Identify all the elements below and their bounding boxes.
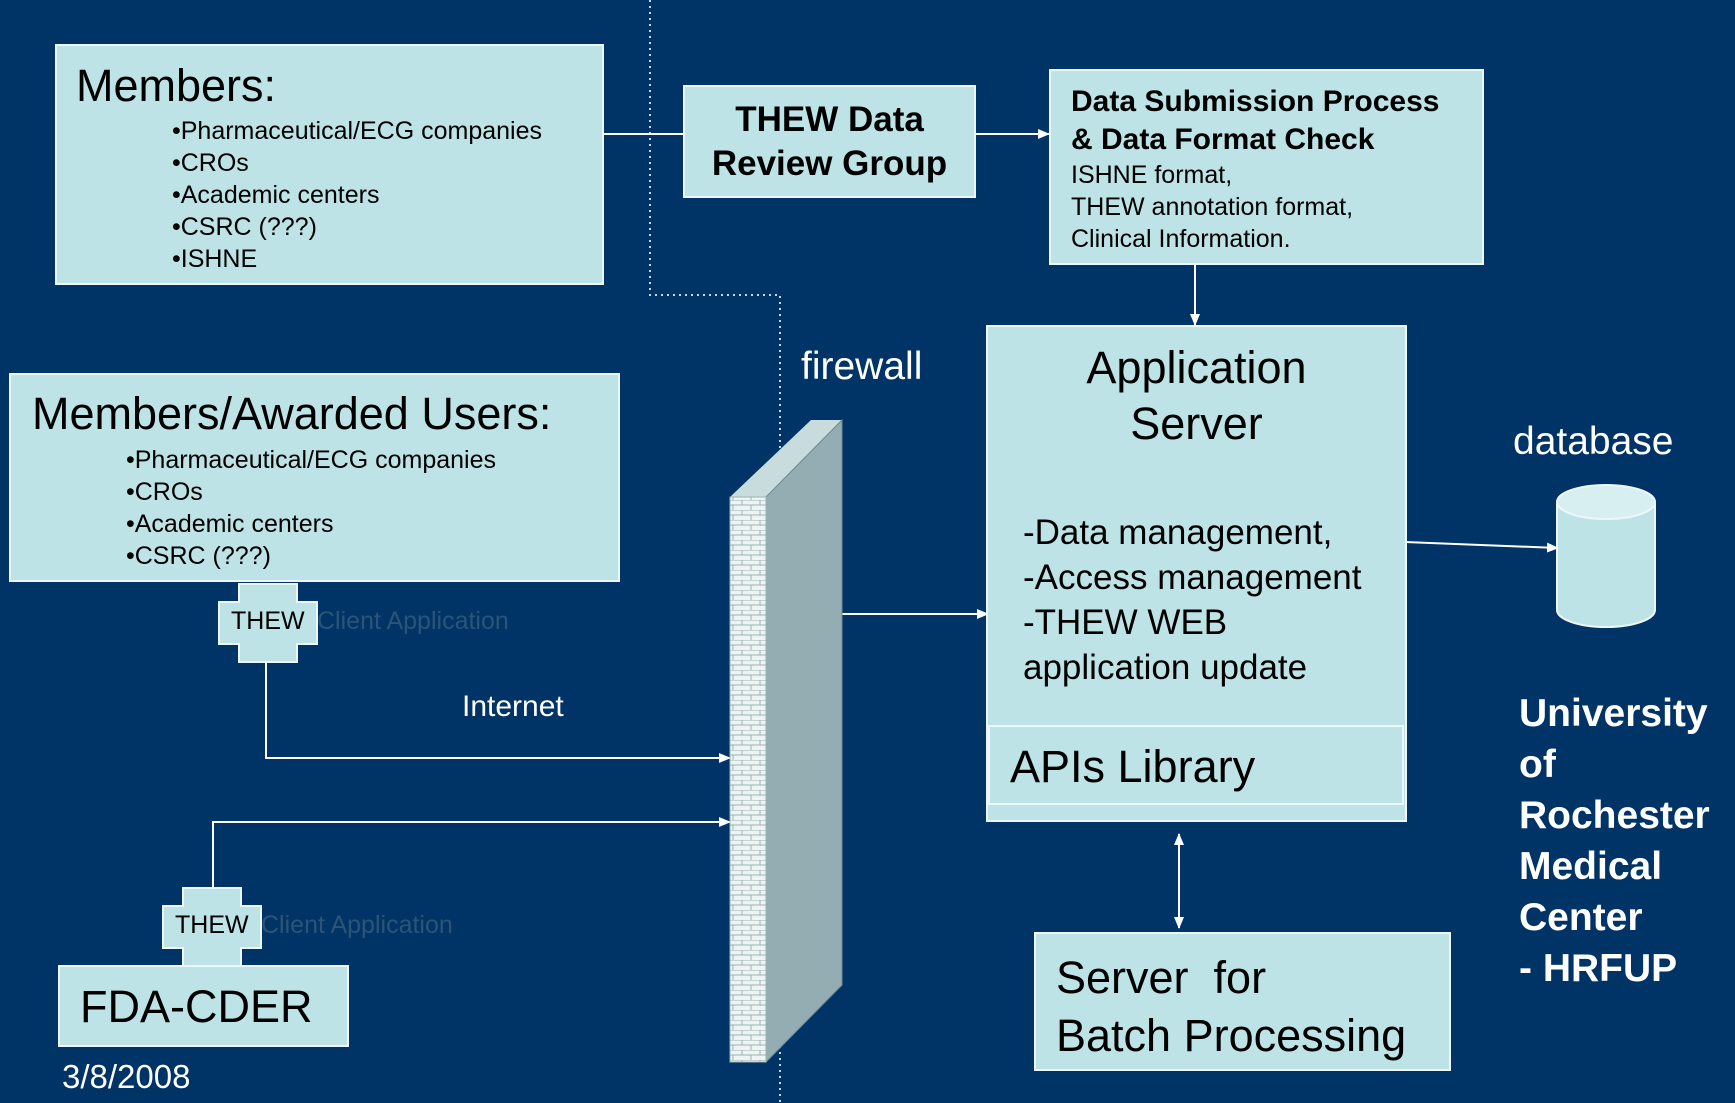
app-server-functions: -Data management, -Access management -TH… bbox=[1023, 510, 1361, 690]
app-server-title-1: Application bbox=[1086, 342, 1307, 393]
list-item: -THEW WEB bbox=[1023, 603, 1228, 642]
submission-detail-2: THEW annotation format, bbox=[1071, 193, 1354, 221]
list-item: application update bbox=[1023, 648, 1308, 687]
firewall-label: firewall bbox=[801, 345, 923, 388]
review-group-line1: THEW Data bbox=[735, 100, 924, 139]
client-app-2-label: Client Application bbox=[261, 911, 453, 939]
submission-heading-1: Data Submission Process bbox=[1071, 85, 1440, 118]
review-group-box: THEW Data Review Group bbox=[683, 85, 976, 198]
awarded-users-title: Members/Awarded Users: bbox=[32, 388, 552, 439]
internet-label: Internet bbox=[462, 690, 564, 723]
list-item: •CSRC (???) bbox=[126, 542, 271, 570]
urmc-line: University bbox=[1519, 692, 1708, 735]
urmc-line: - HRFUP bbox=[1519, 947, 1678, 990]
slide-date: 3/8/2008 bbox=[62, 1058, 191, 1095]
list-item: •CROs bbox=[172, 149, 249, 177]
list-item: •CROs bbox=[126, 478, 203, 506]
urmc-line: Center bbox=[1519, 896, 1643, 939]
apis-library-label: APIs Library bbox=[1010, 741, 1256, 792]
list-item: -Data management, bbox=[1023, 513, 1333, 552]
batch-server-line2: Batch Processing bbox=[1056, 1010, 1407, 1061]
review-group-line2: Review Group bbox=[711, 144, 948, 183]
application-server-box: Application Server -Data management, -Ac… bbox=[986, 325, 1407, 822]
list-item: •Academic centers bbox=[172, 181, 380, 209]
members-list: •Pharmaceutical/ECG companies •CROs •Aca… bbox=[172, 115, 542, 275]
submission-box: Data Submission Process & Data Format Ch… bbox=[1049, 69, 1484, 265]
members-title: Members: bbox=[76, 60, 277, 111]
client-app-1-label: Client Application bbox=[317, 607, 509, 635]
database-label: database bbox=[1513, 420, 1674, 463]
submission-heading-2: & Data Format Check bbox=[1071, 123, 1375, 156]
client1-to-firewall-arrow bbox=[265, 662, 731, 763]
urmc-line: of bbox=[1519, 743, 1556, 786]
cross-shape-icon bbox=[218, 583, 318, 663]
list-item: •Pharmaceutical/ECG companies bbox=[126, 446, 497, 474]
urmc-line: Medical bbox=[1519, 845, 1663, 888]
list-item: -Access management bbox=[1023, 558, 1362, 597]
client-app-1-thew: THEW bbox=[231, 607, 305, 635]
batch-server-line1: Server for bbox=[1056, 952, 1267, 1003]
app-server-title: Application Server bbox=[988, 340, 1405, 452]
firewall-icon bbox=[729, 418, 843, 1064]
awarded-users-box: Members/Awarded Users: •Pharmaceutical/E… bbox=[9, 373, 620, 582]
list-item: •ISHNE bbox=[172, 245, 258, 273]
submission-detail-1: ISHNE format, bbox=[1071, 161, 1233, 189]
fda-cder-box: FDA-CDER bbox=[58, 965, 349, 1047]
submission-detail-3: Clinical Information. bbox=[1071, 225, 1291, 253]
server-to-database-arrow bbox=[1404, 541, 1559, 553]
client-app-2-thew: THEW bbox=[175, 911, 249, 939]
batch-server-box: Server for Batch Processing bbox=[1034, 932, 1451, 1071]
app-server-title-2: Server bbox=[1130, 398, 1263, 449]
list-item: •Academic centers bbox=[126, 510, 334, 538]
urmc-label: University of Rochester Medical Center -… bbox=[1519, 688, 1710, 994]
members-box: Members: •Pharmaceutical/ECG companies •… bbox=[55, 44, 604, 285]
list-item: •Pharmaceutical/ECG companies bbox=[172, 117, 543, 145]
client2-to-firewall-arrow bbox=[212, 817, 731, 965]
database-icon bbox=[1556, 484, 1656, 628]
urmc-line: Rochester bbox=[1519, 794, 1710, 837]
list-item: •CSRC (???) bbox=[172, 213, 317, 241]
client-app-1: THEW bbox=[218, 583, 318, 663]
awarded-users-list: •Pharmaceutical/ECG companies •CROs •Aca… bbox=[126, 444, 496, 572]
client-app-2: THEW bbox=[162, 887, 262, 967]
apis-library-box: APIs Library bbox=[988, 725, 1404, 805]
fda-cder-label: FDA-CDER bbox=[80, 981, 313, 1032]
